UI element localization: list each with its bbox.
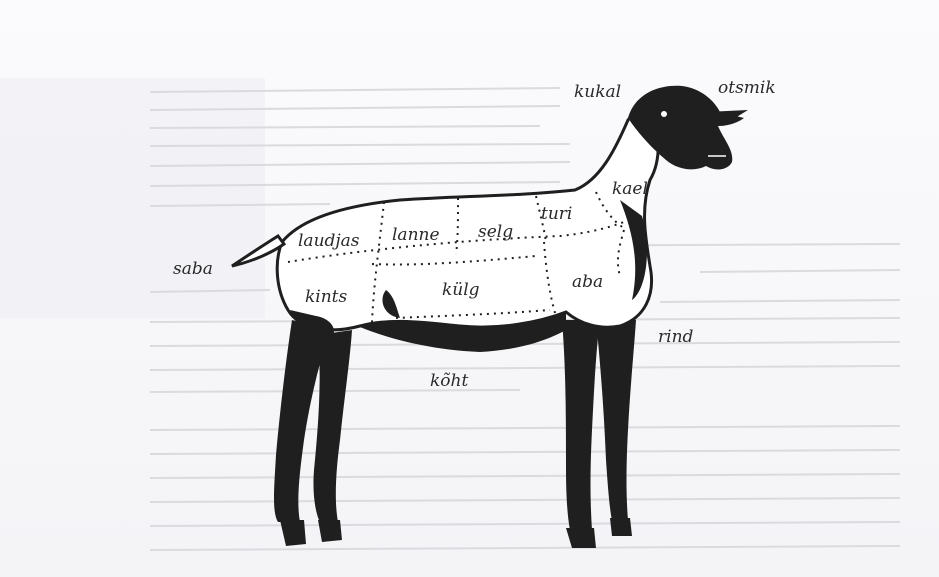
label-otsmik: otsmik xyxy=(718,78,776,98)
label-koht: kõht xyxy=(430,371,468,391)
label-saba: saba xyxy=(173,259,213,279)
front-hoof xyxy=(566,528,596,548)
label-turi: turi xyxy=(541,204,572,224)
front-hoof-2 xyxy=(610,518,632,536)
label-kulg: külg xyxy=(442,280,480,300)
front-leg xyxy=(562,320,600,530)
label-kukal: kukal xyxy=(574,82,621,102)
label-selg: selg xyxy=(478,222,513,242)
front-leg-2 xyxy=(596,320,636,520)
hind-hoof-2 xyxy=(318,520,342,542)
label-rind: rind xyxy=(658,327,694,347)
hind-hoof xyxy=(280,520,306,546)
eye xyxy=(661,111,667,117)
label-kael: kael xyxy=(612,179,648,199)
label-laudjas: laudjas xyxy=(298,231,360,251)
sheep-silhouette xyxy=(232,86,748,548)
label-kints: kints xyxy=(305,287,348,307)
label-lanne: lanne xyxy=(392,225,440,245)
label-aba: aba xyxy=(572,272,603,292)
